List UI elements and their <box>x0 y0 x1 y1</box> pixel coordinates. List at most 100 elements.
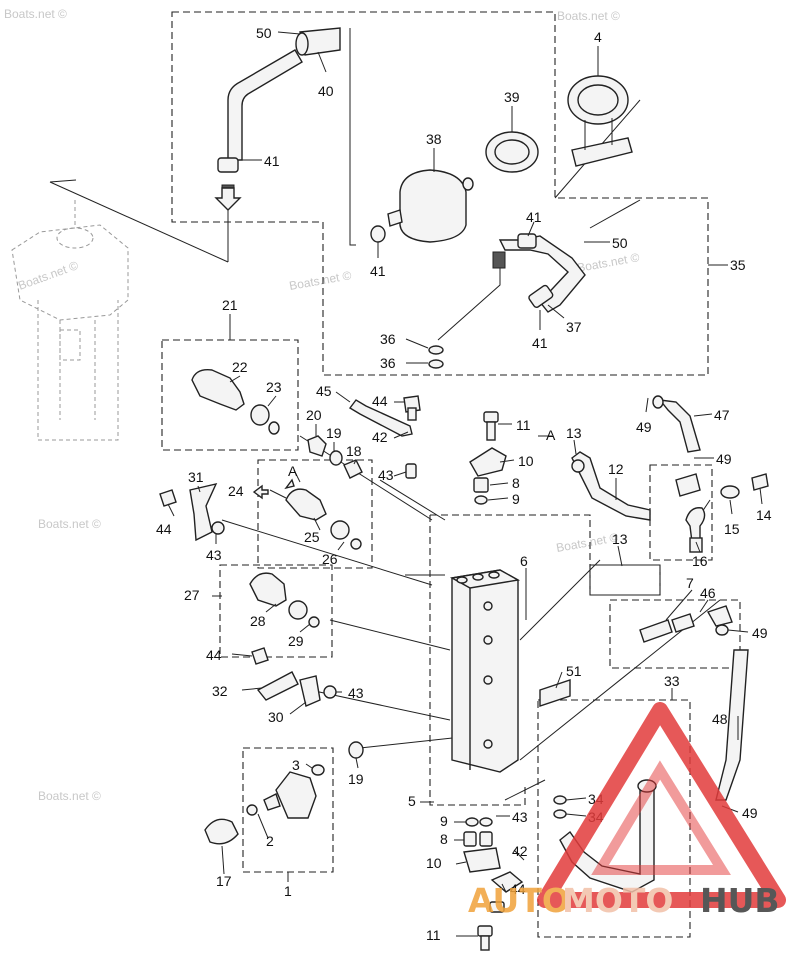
fitting-22 <box>191 369 280 435</box>
callout-43: 43 <box>512 809 528 825</box>
callout-6: 6 <box>520 553 528 569</box>
callout-17: 17 <box>216 873 232 889</box>
callout-45: 45 <box>316 383 332 399</box>
callout-26: 26 <box>322 551 338 567</box>
callout-49: 49 <box>752 625 768 641</box>
fuel-filter-38 <box>387 169 474 243</box>
callout-41: 41 <box>370 263 386 279</box>
callout-46: 46 <box>700 585 716 601</box>
callout-49: 49 <box>742 805 758 821</box>
bracket-31 <box>159 482 225 542</box>
callout-16: 16 <box>692 553 708 569</box>
label-51 <box>539 679 571 707</box>
clamp-50-top <box>295 27 341 56</box>
callout-3: 3 <box>292 757 300 773</box>
callout-51: 51 <box>566 663 582 679</box>
callout-13: 13 <box>612 531 628 547</box>
callout-A: A <box>546 427 556 443</box>
watermark-text: Boats.net © <box>576 250 641 275</box>
callout-38: 38 <box>426 131 442 147</box>
callout-22: 22 <box>232 359 248 375</box>
watermark-text: Boats.net © <box>555 530 620 555</box>
callout-41: 41 <box>526 209 542 225</box>
hose-48 <box>715 649 749 801</box>
callout-36: 36 <box>380 355 396 371</box>
callout-44: 44 <box>206 647 222 663</box>
callout-4: 4 <box>594 29 602 45</box>
callout-9: 9 <box>440 813 448 829</box>
link-30-32 <box>251 647 337 707</box>
callout-8: 8 <box>440 831 448 847</box>
callout-41: 41 <box>532 335 548 351</box>
engine-outline <box>11 200 129 441</box>
callout-30: 30 <box>268 709 284 725</box>
hose-12 <box>571 451 651 521</box>
callout-25: 25 <box>304 529 320 545</box>
clip-41-top <box>370 225 386 243</box>
watermark-text: Boats.net © <box>288 268 353 293</box>
wire-45 <box>348 395 421 479</box>
washers-36 <box>428 345 444 369</box>
callout-31: 31 <box>188 469 204 485</box>
callout-24: 24 <box>228 483 244 499</box>
logo-triangle-outer <box>537 702 786 908</box>
callout-43: 43 <box>378 467 394 483</box>
callout-40: 40 <box>318 83 334 99</box>
callout-12: 12 <box>608 461 624 477</box>
lower-mount-parts <box>463 817 524 951</box>
callout-2: 2 <box>266 833 274 849</box>
callout-29: 29 <box>288 633 304 649</box>
watermark-text: Boats.net © <box>38 789 101 803</box>
automotohub-logo: AUTO MOTO HUB <box>468 702 786 920</box>
callout-5: 5 <box>408 793 416 809</box>
callout-15: 15 <box>724 521 740 537</box>
logo-text-hub: HUB <box>700 881 780 920</box>
callout-28: 28 <box>250 613 266 629</box>
callout-13: 13 <box>566 425 582 441</box>
fitting-28 <box>249 572 320 628</box>
logo-text-moto: MOTO <box>562 881 673 920</box>
callout-43: 43 <box>206 547 222 563</box>
logo-triangle-inner <box>591 760 731 875</box>
callout-19: 19 <box>326 425 342 441</box>
callout-37: 37 <box>566 319 582 335</box>
callout-42: 42 <box>372 429 388 445</box>
callout-leaders <box>167 31 763 937</box>
bolt-11-top <box>469 411 507 505</box>
watermark-text: Boats.net © <box>557 9 620 23</box>
callout-20: 20 <box>306 407 322 423</box>
filter-ring-39 <box>485 131 539 173</box>
fitting-19-lower <box>348 741 364 759</box>
callout-36: 36 <box>380 331 396 347</box>
callout-43: 43 <box>348 685 364 701</box>
fitting-1 <box>204 764 325 845</box>
callout-10: 10 <box>518 453 534 469</box>
fuel-rail-block <box>449 569 521 773</box>
callout-11: 11 <box>426 927 441 943</box>
watermark-layer: Boats.net © Boats.net © Boats.net © Boat… <box>4 7 641 803</box>
callout-9: 9 <box>512 491 520 507</box>
callout-33: 33 <box>664 673 680 689</box>
callout-7: 7 <box>686 575 694 591</box>
callout-44: 44 <box>372 393 388 409</box>
callout-49: 49 <box>636 419 652 435</box>
callout-11: 11 <box>516 417 531 433</box>
callout-27: 27 <box>184 587 200 603</box>
callout-39: 39 <box>504 89 520 105</box>
callout-21: 21 <box>222 297 238 313</box>
fitting-20-19-18 <box>307 435 363 479</box>
fittings-14-15-16 <box>675 473 769 553</box>
callout-23: 23 <box>266 379 282 395</box>
logo-text-auto: AUTO <box>468 881 570 920</box>
callout-49: 49 <box>716 451 732 467</box>
callout-48: 48 <box>712 711 728 727</box>
callout-8: 8 <box>512 475 520 491</box>
callout-A: A <box>288 463 298 479</box>
callout-50: 50 <box>612 235 628 251</box>
callout-44: 44 <box>510 881 526 897</box>
hose-37 <box>492 233 586 313</box>
bracket-4 <box>567 75 633 167</box>
callout-50: 50 <box>256 25 272 41</box>
callout-42: 42 <box>512 843 528 859</box>
fitting-25 <box>285 488 362 550</box>
